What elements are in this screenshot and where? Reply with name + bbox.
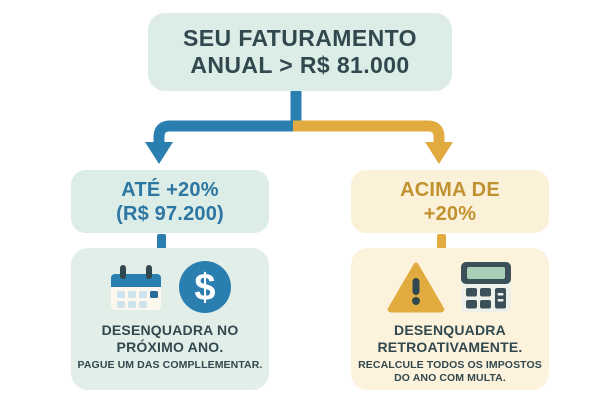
branch-left-line-1: ATÉ +20% (121, 178, 219, 201)
result-right-head-2: RETROATIVAMENTE. (377, 339, 523, 355)
title-line-1: SEU FATURAMENTO (183, 25, 417, 51)
calculator-icon (461, 262, 511, 312)
stub-connector-right (437, 234, 446, 251)
result-right-sub-2: DO ANO COM MULTA. (394, 372, 506, 384)
result-left-head-1: DESENQUADRA NO (101, 322, 239, 338)
branch-right-line-2: +20% (423, 202, 477, 225)
branch-box-right: ACIMA DE +20% (351, 170, 549, 233)
stub-connector-left (157, 234, 166, 251)
warning-triangle-icon (387, 262, 445, 313)
right-arrowhead-icon (425, 142, 453, 164)
left-arrowhead-icon (145, 142, 173, 164)
title-box: SEU FATURAMENTO ANUAL > R$ 81.000 (148, 13, 452, 91)
result-left-sub-1: PAGUE UM DAS COMPLLEMENTAR. (77, 359, 263, 371)
right-branch-line (293, 120, 445, 148)
branch-left-line-2: (R$ 97.200) (116, 202, 224, 225)
result-left-icon-row: $ (108, 252, 232, 322)
title-line-2: ANUAL > R$ 81.000 (190, 52, 410, 78)
result-card-right: DESENQUADRA RETROATIVAMENTE. RECALCULE T… (351, 248, 549, 390)
svg-text:$: $ (194, 267, 215, 309)
calendar-icon (111, 265, 161, 310)
result-left-text: DESENQUADRA NO PRÓXIMO ANO. PAGUE UM DAS… (72, 322, 269, 372)
dollar-coin-icon: $ (179, 261, 231, 313)
result-right-icon-row (387, 252, 513, 322)
result-right-head-1: DESENQUADRA (394, 322, 506, 338)
left-branch-line (153, 120, 300, 148)
branch-box-left: ATÉ +20% (R$ 97.200) (71, 170, 269, 233)
result-right-text: DESENQUADRA RETROATIVAMENTE. RECALCULE T… (352, 322, 548, 385)
result-right-sub-1: RECALCULE TODOS OS IMPOSTOS (358, 359, 542, 371)
result-card-left: $ DESENQUADRA NO PRÓXIMO ANO. PAGUE UM D… (71, 248, 269, 390)
result-left-head-2: PRÓXIMO ANO. (116, 339, 224, 355)
branch-right-line-1: ACIMA DE (400, 178, 500, 201)
